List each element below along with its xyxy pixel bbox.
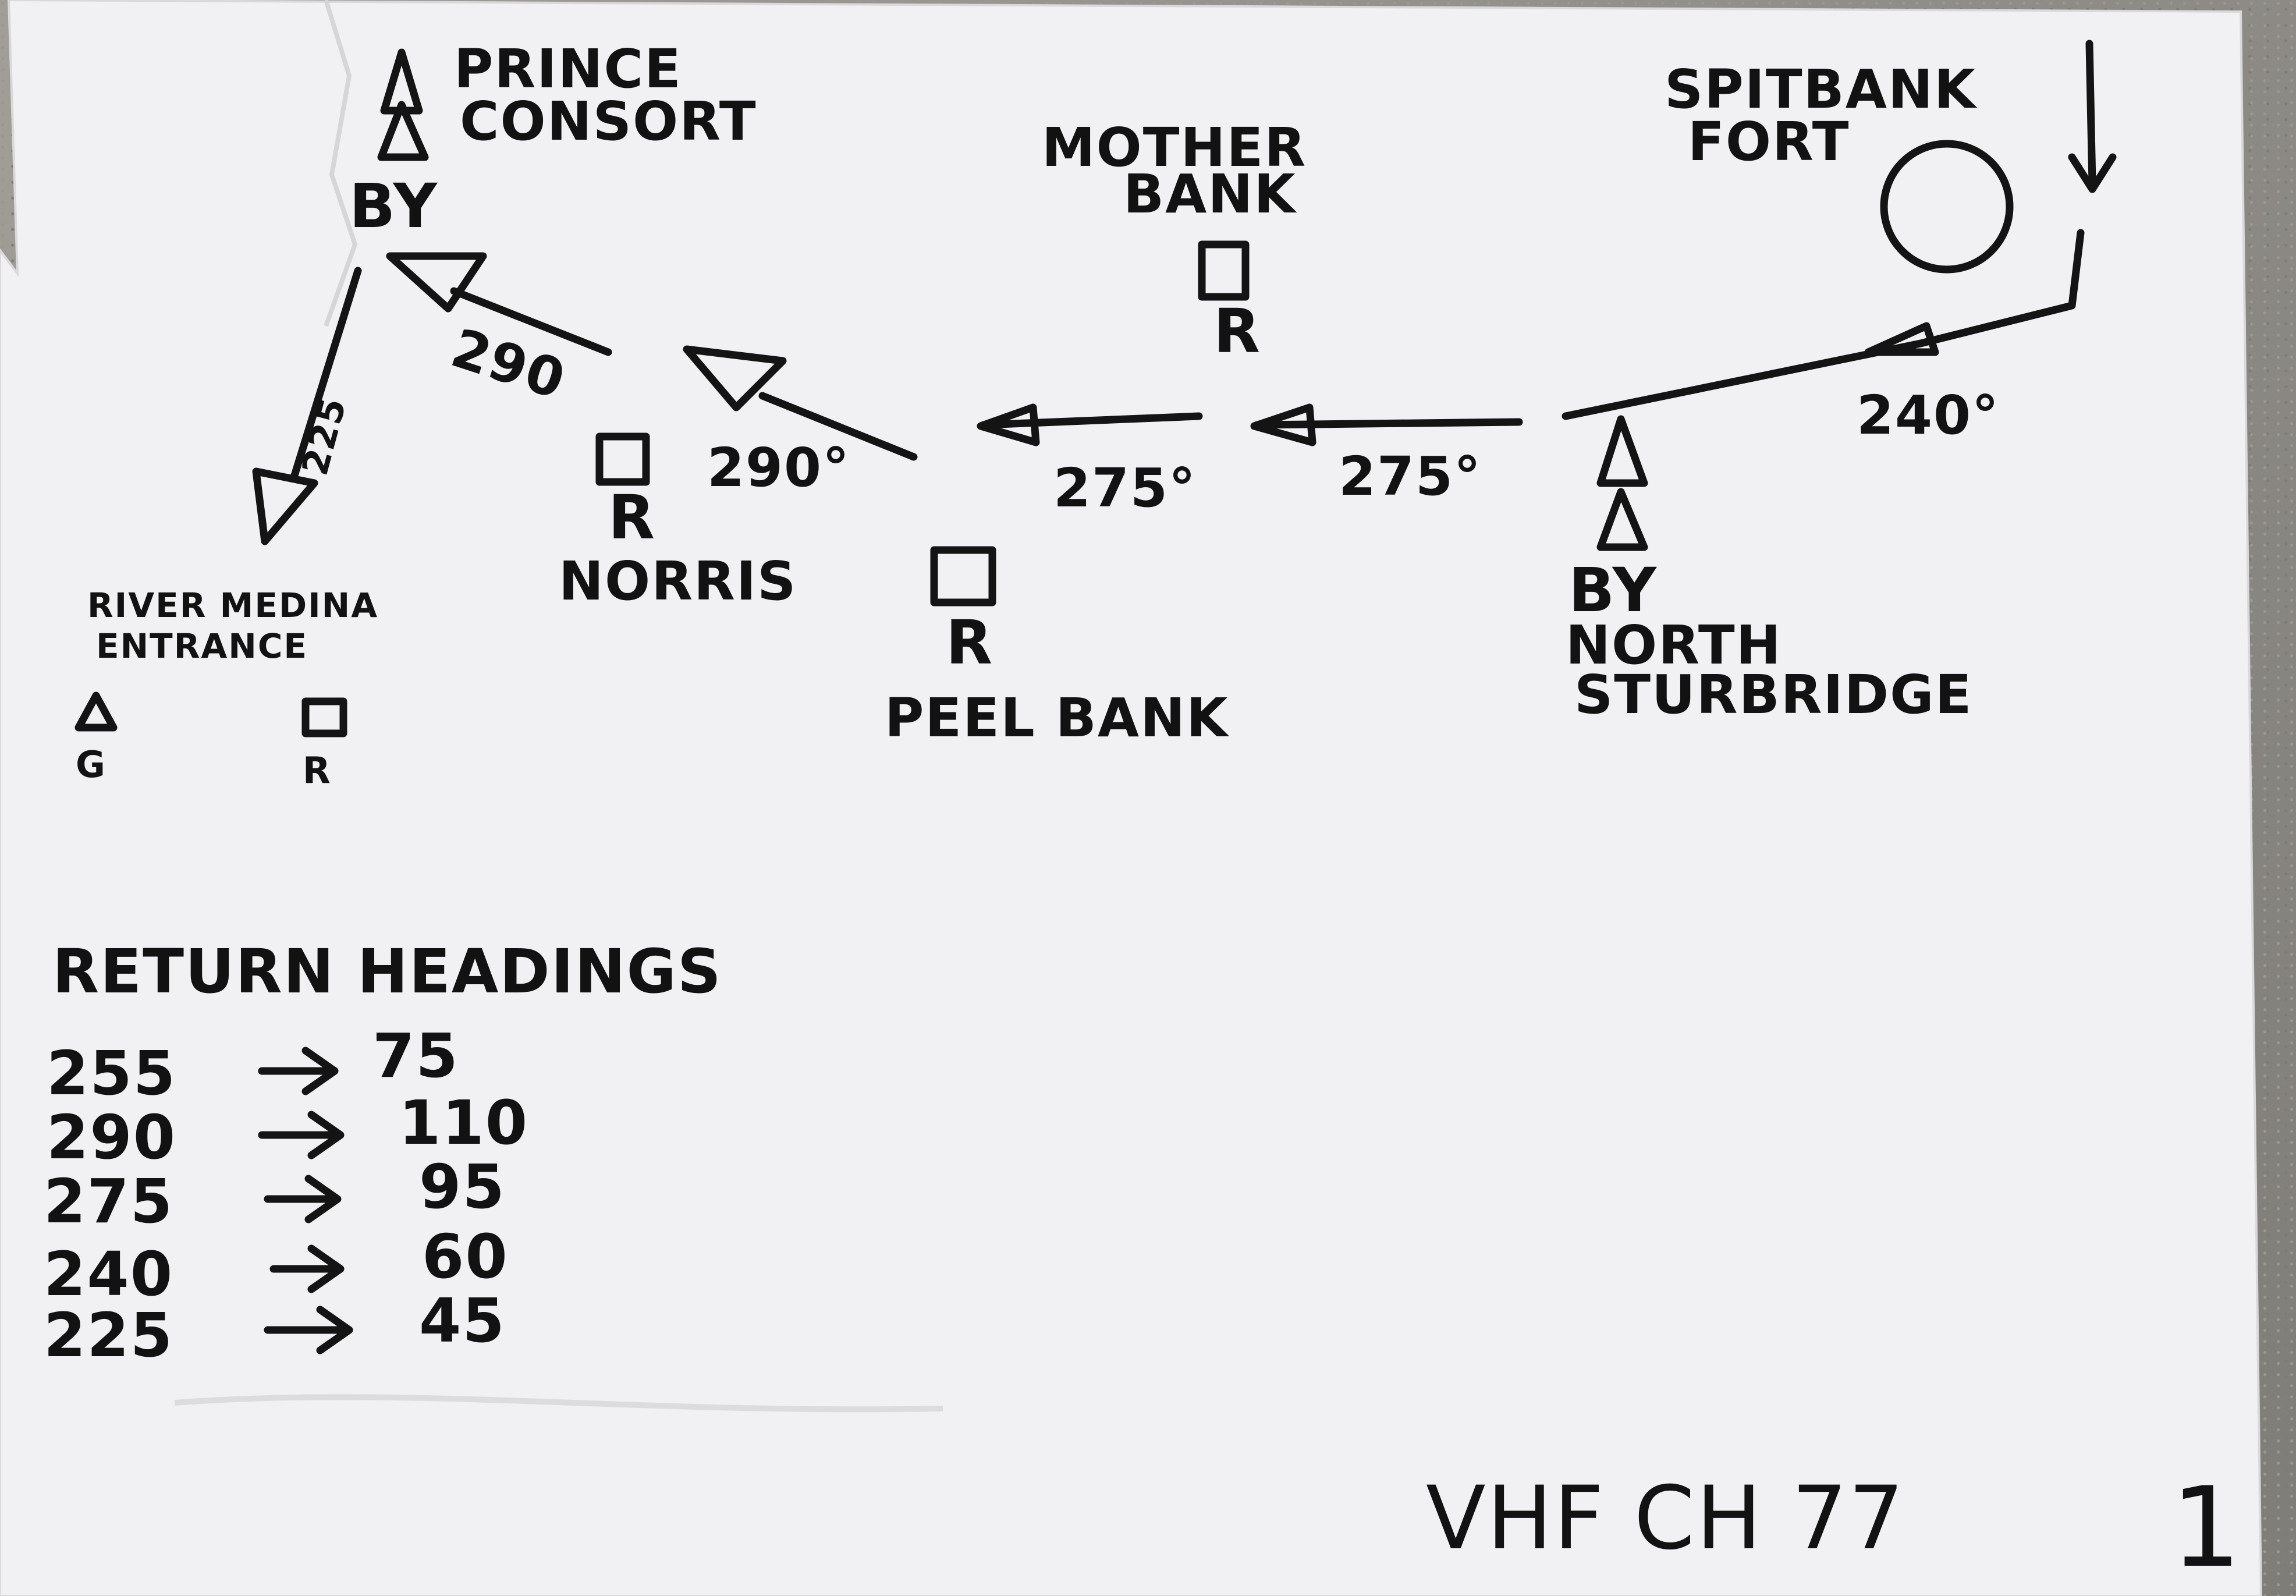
return-row-4-out: 240 <box>44 1239 173 1310</box>
return-row-2-out: 290 <box>47 1102 176 1173</box>
route-leg-275-left <box>977 403 1203 446</box>
spitbank-fort-circle-icon <box>1880 140 2014 274</box>
route-leg-225 <box>252 267 362 545</box>
return-row-3-out: 275 <box>44 1166 173 1237</box>
river-medina-label-1: RIVER MEDINA <box>87 586 378 625</box>
heading-275-left-label: 275° <box>1053 457 1197 519</box>
peel-bank-label: PEEL BANK <box>885 687 1230 749</box>
return-headings-title: RETURN HEADINGS <box>52 936 722 1007</box>
prince-consort-buoy-icon <box>377 48 429 161</box>
return-row-4-back: 60 <box>422 1221 509 1292</box>
river-medina-red-marker: R <box>303 749 332 792</box>
route-leg-290-left <box>386 252 612 356</box>
paper-tear <box>324 0 358 327</box>
arrow-right-icon <box>269 1244 345 1293</box>
river-medina-red-square-icon <box>301 697 347 737</box>
paper-crease <box>174 1394 943 1413</box>
route-leg-240 <box>1562 229 2085 420</box>
page-number: 1 <box>2171 1463 2242 1592</box>
north-sturbridge-by-label: BY <box>1568 555 1658 626</box>
north-sturbridge-label-2: STURBRIDGE <box>1574 664 1972 726</box>
mother-bank-square-icon <box>1198 240 1250 301</box>
prince-consort-label-1: PRINCE <box>454 38 682 100</box>
heading-275-right-label: 275° <box>1339 445 1482 508</box>
mother-bank-label-1: MOTHER <box>1042 116 1307 179</box>
arrow-right-icon <box>264 1306 353 1354</box>
north-arrow-icon <box>2068 40 2117 193</box>
heading-240-label: 240° <box>1857 384 2000 446</box>
prince-consort-label-2: CONSORT <box>460 90 757 152</box>
vhf-channel-label: VHF CH 77 <box>1426 1468 1905 1569</box>
mother-bank-label-2: BANK <box>1123 163 1297 225</box>
return-row-3-back: 95 <box>419 1151 506 1222</box>
north-sturbridge-label-1: NORTH <box>1566 614 1782 676</box>
heading-290-mid-label: 290° <box>707 437 850 499</box>
peel-bank-square-icon <box>930 546 996 607</box>
arrow-right-icon <box>258 1111 345 1159</box>
by-top-label: BY <box>349 171 438 242</box>
spitbank-fort-label-1: SPITBANK <box>1665 58 1978 120</box>
river-medina-green-marker: G <box>76 743 107 786</box>
return-headings-table: 255 290 275 240 225 75 110 95 60 45 <box>44 1020 528 1371</box>
return-row-5-back: 45 <box>419 1285 506 1356</box>
return-row-5-out: 225 <box>44 1300 173 1371</box>
arrow-right-icon <box>264 1175 342 1223</box>
north-sturbridge-buoy-icon <box>1596 415 1648 551</box>
river-medina-label-2: ENTRANCE <box>96 626 308 666</box>
route-leg-275-right <box>1250 403 1523 446</box>
return-row-2-back: 110 <box>399 1087 528 1158</box>
arrow-right-icon <box>258 1047 339 1095</box>
norris-square-icon <box>595 432 650 486</box>
peel-bank-marker: R <box>946 607 993 678</box>
river-medina-green-triangle-icon <box>74 691 118 732</box>
return-row-1-out: 255 <box>47 1038 176 1109</box>
route-leg-290-mid <box>683 345 918 461</box>
spitbank-fort-label-2: FORT <box>1688 111 1850 173</box>
norris-label: NORRIS <box>559 550 797 612</box>
return-row-1-back: 75 <box>372 1020 459 1091</box>
mother-bank-marker: R <box>1213 296 1261 367</box>
norris-marker: R <box>608 482 656 553</box>
